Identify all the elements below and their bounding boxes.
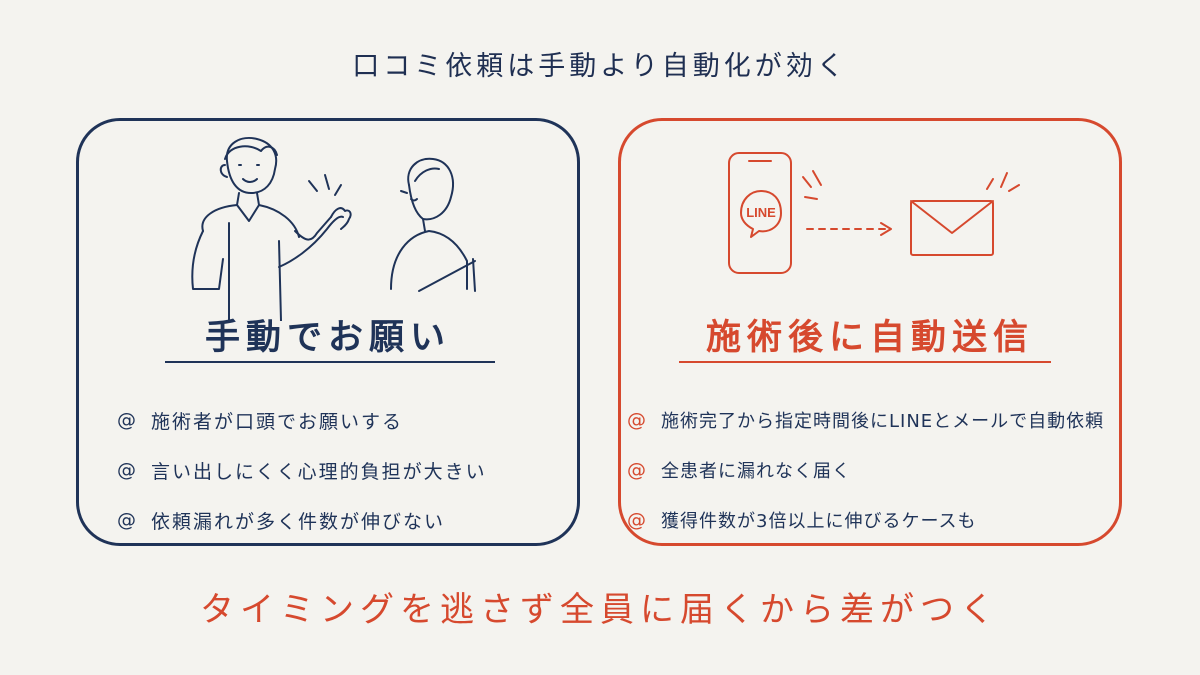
page-title: 口コミ依頼は手動より自動化が効く: [352, 51, 848, 82]
auto-send-panel: LINE 施術後に自動送信 @ 施術完了から指定時間後にLINEとメールで自動依…: [618, 118, 1122, 546]
at-bullet-icon: @: [117, 409, 138, 431]
staff-talking-to-patient-illustration: [191, 137, 476, 321]
list-item-text: 施術者が口頭でお願いする: [151, 410, 404, 433]
list-item-text: 依頼漏れが多く件数が伸びない: [151, 510, 446, 533]
auto-list: @ 施術完了から指定時間後にLINEとメールで自動依頼 @ 全患者に漏れなく届く…: [627, 395, 1104, 545]
list-item: @ 全患者に漏れなく届く: [627, 445, 1104, 495]
manual-request-panel: 手動でお願い @ 施術者が口頭でお願いする @ 言い出しにくく心理的負担が大きい…: [76, 118, 580, 546]
list-item: @ 言い出しにくく心理的負担が大きい: [117, 445, 487, 495]
manual-heading-underline: [165, 361, 495, 363]
manual-heading: 手動でお願い: [204, 318, 451, 358]
at-bullet-icon: @: [117, 459, 138, 481]
list-item-text: 獲得件数が3倍以上に伸びるケースも: [661, 511, 977, 532]
at-bullet-icon: @: [627, 409, 647, 431]
line-badge-label: LINE: [746, 205, 776, 220]
footer-message: タイミングを逃さず全員に届くから差がつく: [200, 590, 1000, 630]
list-item: @ 施術完了から指定時間後にLINEとメールで自動依頼: [627, 395, 1104, 445]
list-item: @ 施術者が口頭でお願いする: [117, 395, 487, 445]
manual-list: @ 施術者が口頭でお願いする @ 言い出しにくく心理的負担が大きい @ 依頼漏れ…: [117, 395, 487, 545]
list-item-text: 全患者に漏れなく届く: [661, 461, 851, 482]
list-item: @ 獲得件数が3倍以上に伸びるケースも: [627, 495, 1104, 545]
line-to-mail-illustration: LINE: [728, 152, 1020, 274]
line-bubble-icon: [740, 190, 782, 238]
auto-heading-underline: [679, 361, 1051, 363]
at-bullet-icon: @: [117, 509, 138, 531]
mail-icon: [910, 200, 994, 256]
smartphone-icon: [728, 152, 792, 274]
list-item: @ 依頼漏れが多く件数が伸びない: [117, 495, 487, 545]
at-bullet-icon: @: [627, 509, 647, 531]
list-item-text: 施術完了から指定時間後にLINEとメールで自動依頼: [661, 411, 1105, 432]
list-item-text: 言い出しにくく心理的負担が大きい: [151, 460, 487, 483]
auto-heading: 施術後に自動送信: [705, 318, 1034, 358]
at-bullet-icon: @: [627, 459, 647, 481]
